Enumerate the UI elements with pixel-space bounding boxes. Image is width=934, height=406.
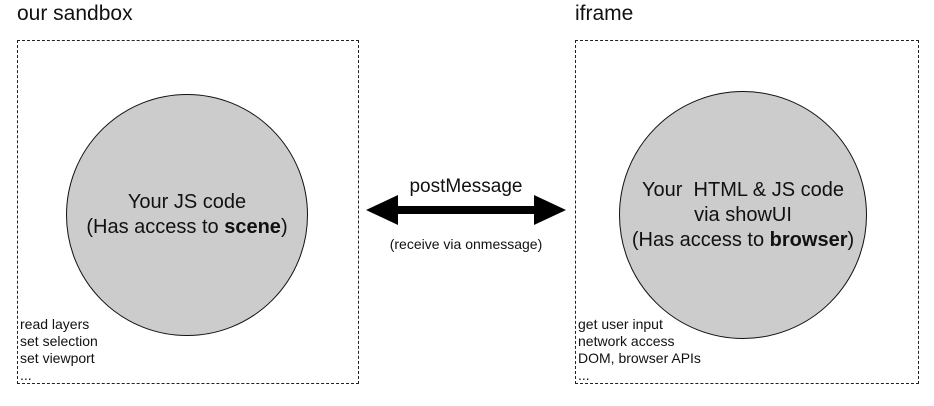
- iframe-box: [575, 40, 919, 384]
- html-js-code-circle: Your HTML & JS code via showUI (Has acce…: [619, 91, 867, 339]
- capability-item: read layers: [20, 316, 90, 332]
- sandbox-title: our sandbox: [17, 2, 133, 25]
- scene-keyword: scene: [224, 216, 281, 238]
- double-arrow-icon: [366, 195, 566, 225]
- onmessage-label: (receive via onmessage): [389, 236, 543, 252]
- capability-item: DOM, browser APIs: [578, 350, 701, 366]
- capability-item: ...: [578, 367, 590, 383]
- capability-item: network access: [578, 333, 675, 349]
- scene-access-label: (Has access to scene): [86, 216, 288, 238]
- postmessage-label: postMessage: [409, 176, 523, 197]
- browser-keyword: browser: [769, 228, 848, 251]
- sandbox-box: [17, 40, 359, 384]
- html-js-code-label: Your HTML & JS code: [642, 178, 844, 201]
- capability-item: ...: [20, 367, 32, 383]
- sandbox-capabilities: read layers set selection set viewport .…: [20, 316, 98, 384]
- capability-item: set selection: [20, 333, 98, 349]
- showui-label: via showUI: [694, 203, 792, 226]
- browser-access-label: (Has access to browser): [631, 228, 855, 251]
- js-code-circle: Your JS code (Has access to scene): [66, 94, 308, 336]
- capability-item: set viewport: [20, 350, 95, 366]
- iframe-title: iframe: [575, 2, 634, 25]
- iframe-capabilities: get user input network access DOM, brows…: [578, 316, 701, 384]
- js-code-label: Your JS code: [127, 191, 247, 213]
- capability-item: get user input: [578, 316, 663, 332]
